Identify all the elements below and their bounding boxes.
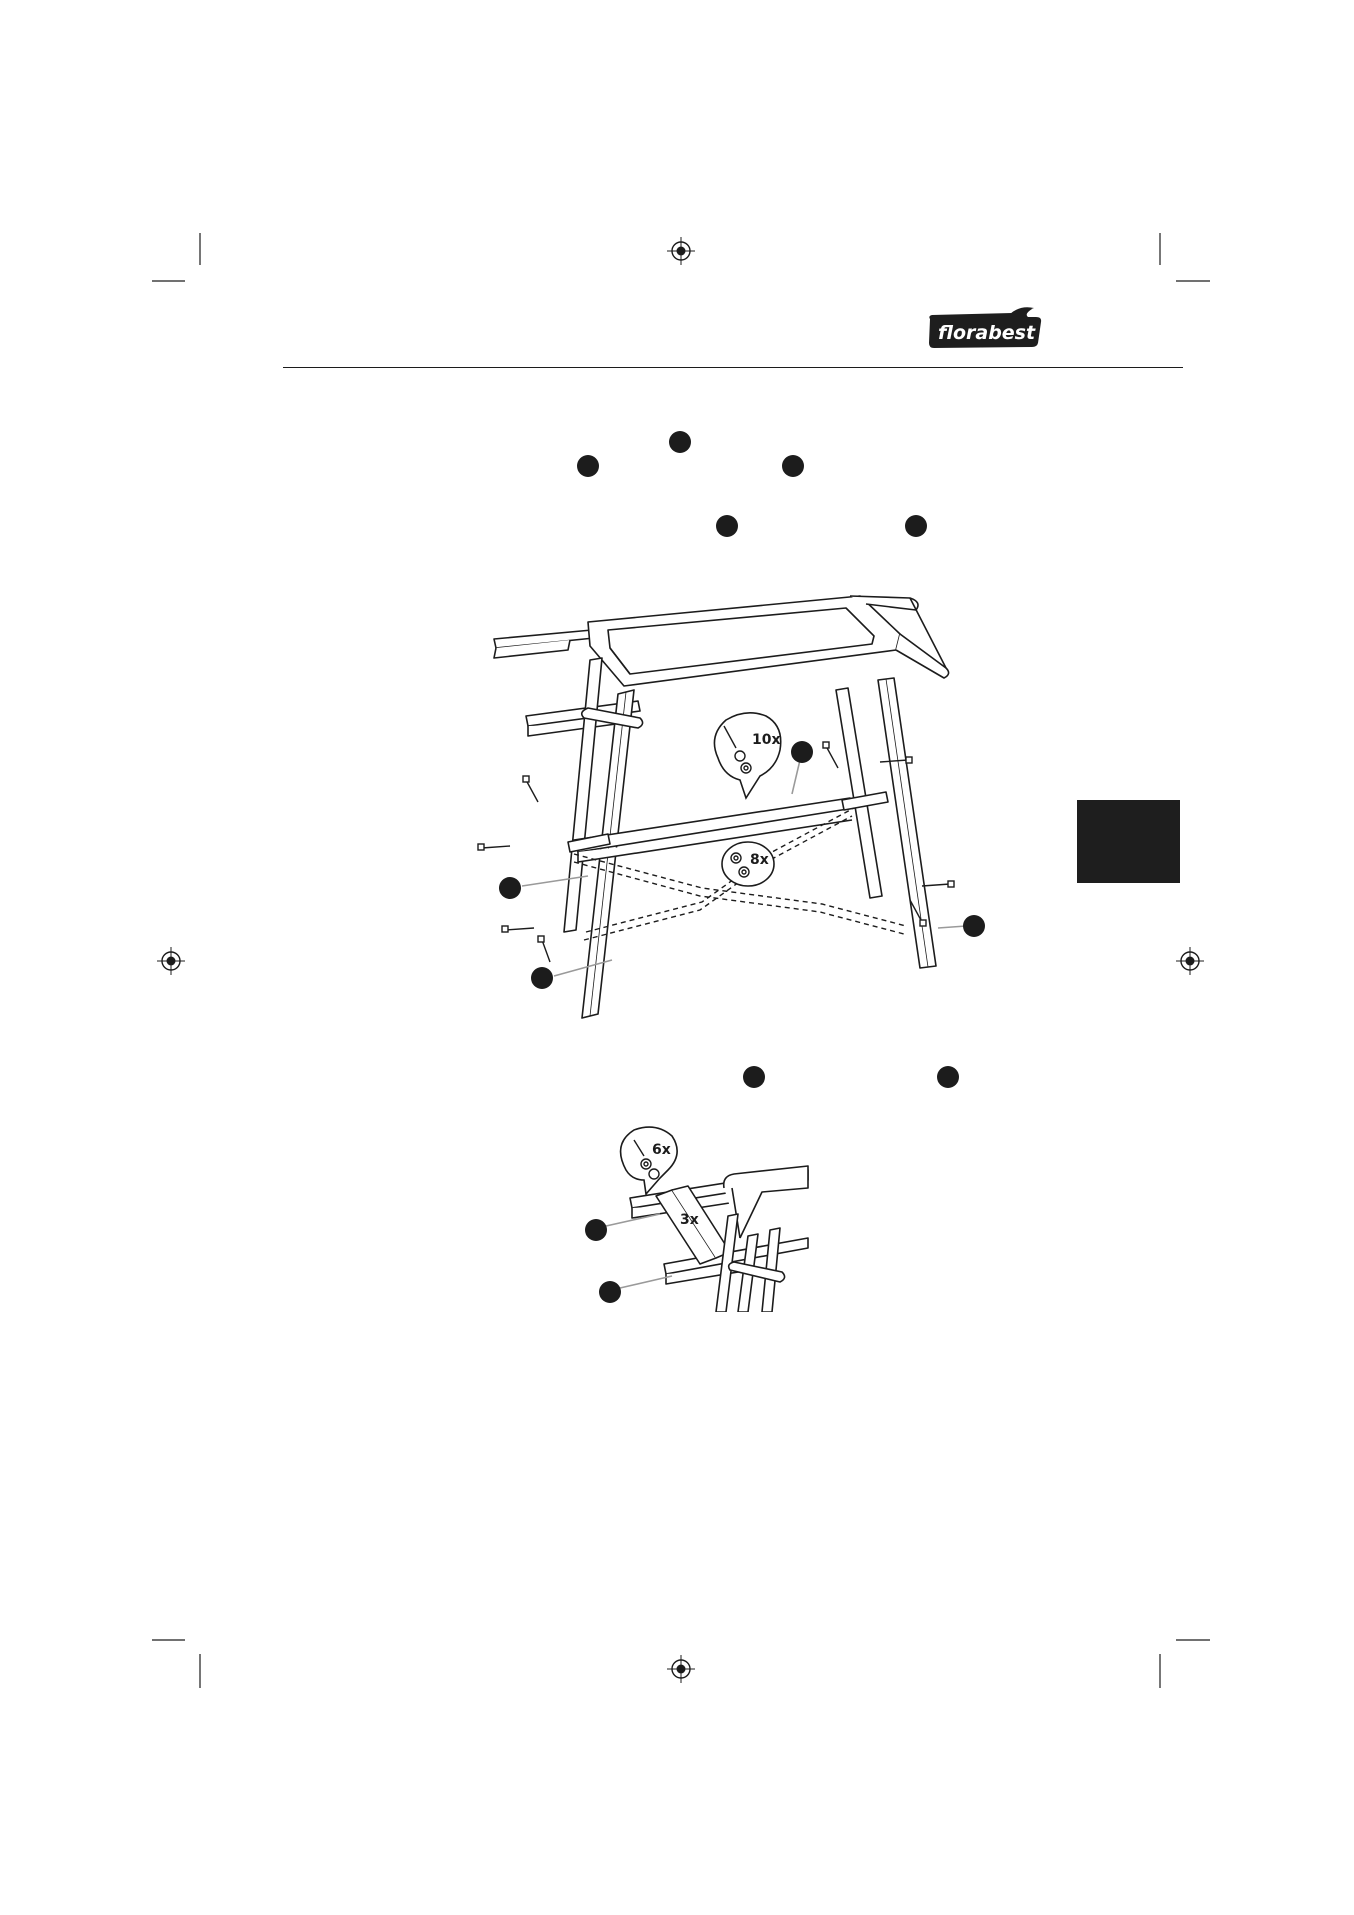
assembly-figure-2: 6x 3x xyxy=(585,1126,809,1312)
florabest-logo: florabest xyxy=(929,307,1042,348)
header-rule xyxy=(283,367,1183,368)
callout-marker xyxy=(743,1066,765,1088)
assembly-figure-1: 10x 8x xyxy=(477,595,985,1019)
logo-wordmark: florabest xyxy=(938,322,1036,344)
registration-mark-top xyxy=(667,237,695,265)
screw-quantity-label: 10x xyxy=(752,732,781,748)
screw-quantity-label: 6x xyxy=(652,1142,671,1158)
nut-quantity-label: 8x xyxy=(750,852,769,868)
callout-marker xyxy=(937,1066,959,1088)
registration-mark-bottom xyxy=(667,1655,695,1683)
callout-marker xyxy=(905,515,927,537)
bracket-quantity-label: 3x xyxy=(680,1212,699,1228)
callout-marker xyxy=(782,455,804,477)
callout-marker xyxy=(669,431,691,453)
callout-marker xyxy=(577,455,599,477)
registration-mark-left xyxy=(157,947,185,975)
callout-marker xyxy=(716,515,738,537)
language-tab xyxy=(1077,800,1180,883)
registration-mark-right xyxy=(1176,947,1204,975)
